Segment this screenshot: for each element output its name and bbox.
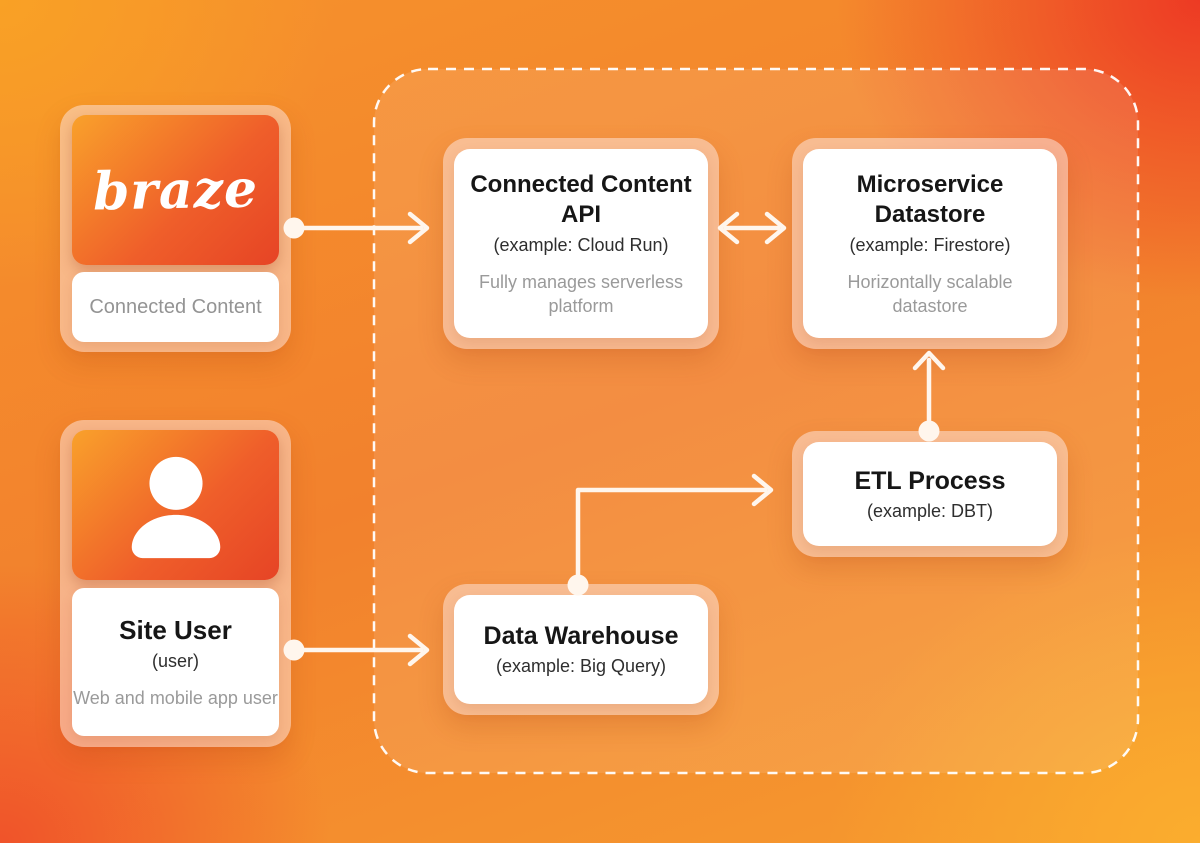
connected-content-api-group: Connected Content API (example: Cloud Ru… [443,138,719,349]
connected-content-api-description: Fully manages serverless platform [478,271,684,316]
data-warehouse-title: Data Warehouse [483,622,679,650]
connected-content-api-example: (example: Cloud Run) [493,234,669,255]
site-user-title: Site User [119,614,232,645]
braze-label-card: Connected Content [72,272,279,342]
site-user-card: Site User (user) Web and mobile app user [72,588,279,736]
data-warehouse-example: (example: Big Query) [495,656,667,676]
etl-process-group: ETL Process (example: DBT) [792,431,1068,557]
microservice-datastore-title: Microservice Datastore [856,170,1004,228]
data-warehouse-card: Data Warehouse (example: Big Query) [454,595,708,704]
connected-content-api-title: Connected Content API [470,170,692,228]
braze-logo: braze [92,158,259,222]
etl-process-title: ETL Process [854,466,1006,495]
site-user-avatar-card [72,430,279,580]
user-icon [131,456,220,559]
etl-process-card: ETL Process (example: DBT) [803,442,1057,546]
connected-content-api-card: Connected Content API (example: Cloud Ru… [454,149,708,338]
braze-brand-card: braze [72,115,279,265]
site-user-subtitle: (user) [151,650,199,671]
etl-process-example: (example: DBT) [866,500,994,521]
data-warehouse-group: Data Warehouse (example: Big Query) [443,584,719,715]
site-user-group: Site User (user) Web and mobile app user [60,420,291,747]
microservice-datastore-example: (example: Firestore) [849,234,1011,255]
microservice-datastore-group: Microservice Datastore (example: Firesto… [792,138,1068,349]
braze-group: braze Connected Content [60,105,291,352]
braze-label-text: Connected Content [89,296,262,318]
microservice-datastore-card: Microservice Datastore (example: Firesto… [803,149,1057,338]
microservice-datastore-description: Horizontally scalable datastore [847,271,1013,316]
site-user-description: Web and mobile app user [73,687,278,708]
